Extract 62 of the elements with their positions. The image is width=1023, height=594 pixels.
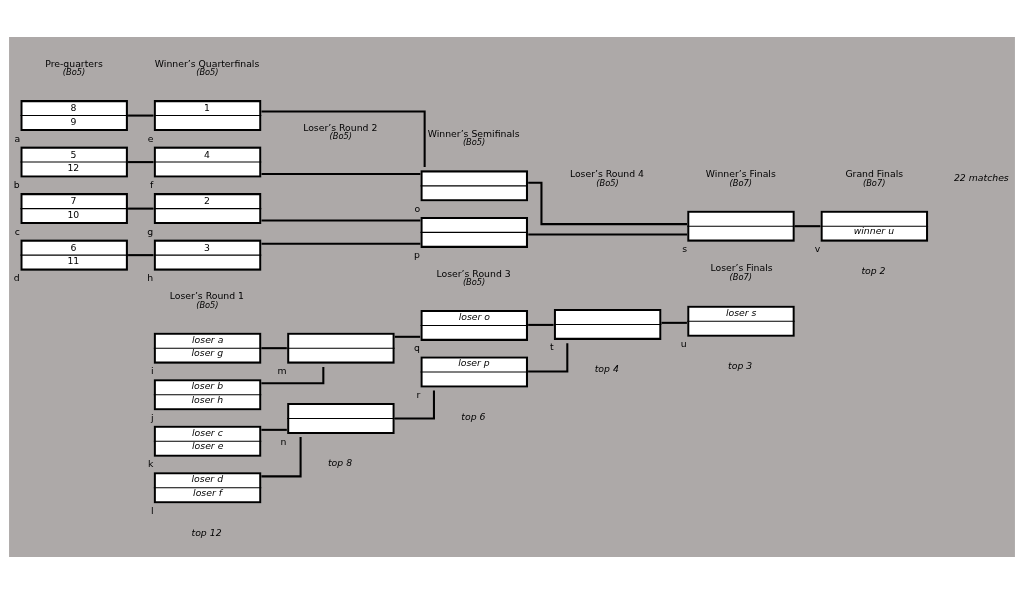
connector: [261, 172, 420, 175]
label: (Bo5): [195, 299, 219, 310]
node-label: k: [147, 458, 153, 470]
label: Loser’s Round 3: [436, 267, 511, 279]
label: Grand Finals: [844, 168, 903, 180]
connector: [127, 254, 153, 257]
connector: [127, 207, 153, 210]
node-label: l: [150, 504, 154, 516]
connector: [261, 219, 420, 222]
label: Winner’s Finals: [705, 168, 776, 180]
label: 22 matches: [953, 171, 1009, 183]
node-label: u: [680, 338, 687, 350]
connector: [127, 114, 153, 117]
label: (Bo7): [729, 271, 752, 282]
node-label: b: [13, 179, 20, 191]
node-label: a: [13, 132, 20, 144]
label: (Bo5): [595, 177, 619, 188]
node-label: v: [814, 243, 820, 255]
node-label: s: [681, 243, 687, 255]
connector: [794, 225, 820, 228]
connector: [261, 110, 426, 168]
node-label: p: [413, 249, 420, 261]
label: (Bo7): [862, 177, 885, 188]
node-label: o: [414, 202, 420, 214]
connector: [260, 437, 302, 478]
connector: [394, 390, 435, 420]
connector: [661, 321, 687, 324]
label: Loser’s Finals: [709, 262, 773, 274]
node-label: t: [549, 341, 554, 353]
node-label: g: [146, 225, 153, 237]
connector: [260, 428, 287, 431]
node-label: e: [147, 132, 154, 144]
label: Loser’s Round 4: [569, 168, 644, 180]
connector: [527, 233, 687, 236]
node-label: d: [13, 272, 20, 284]
connector: [260, 347, 287, 350]
connector: [527, 343, 568, 373]
node-label: j: [150, 411, 154, 423]
label: top 2: [860, 264, 886, 276]
node-label: h: [146, 272, 153, 284]
node-label: f: [149, 179, 153, 191]
node-label: m: [276, 365, 287, 377]
connector: [261, 242, 420, 245]
label: (Bo5): [329, 131, 352, 142]
label: (Bo5): [462, 137, 485, 148]
node-label: r: [416, 389, 420, 400]
label: Winner’s Semifinals: [427, 127, 520, 139]
label: top 12: [191, 526, 222, 538]
node-label: i: [150, 365, 154, 377]
label: (Bo5): [462, 277, 485, 288]
connector: [394, 335, 420, 338]
connector: [127, 161, 153, 164]
label: Loser’s Round 1: [169, 290, 244, 302]
node-label: n: [280, 435, 286, 447]
node-label: c: [14, 225, 20, 237]
label: Loser’s Round 2: [302, 121, 377, 133]
label: top 3: [727, 360, 752, 372]
label: Winner’s Quarterfinals: [154, 57, 259, 69]
label: top 6: [460, 410, 485, 422]
node-label: q: [413, 342, 420, 354]
label: Pre-quarters: [44, 57, 103, 69]
connector: [527, 323, 554, 326]
